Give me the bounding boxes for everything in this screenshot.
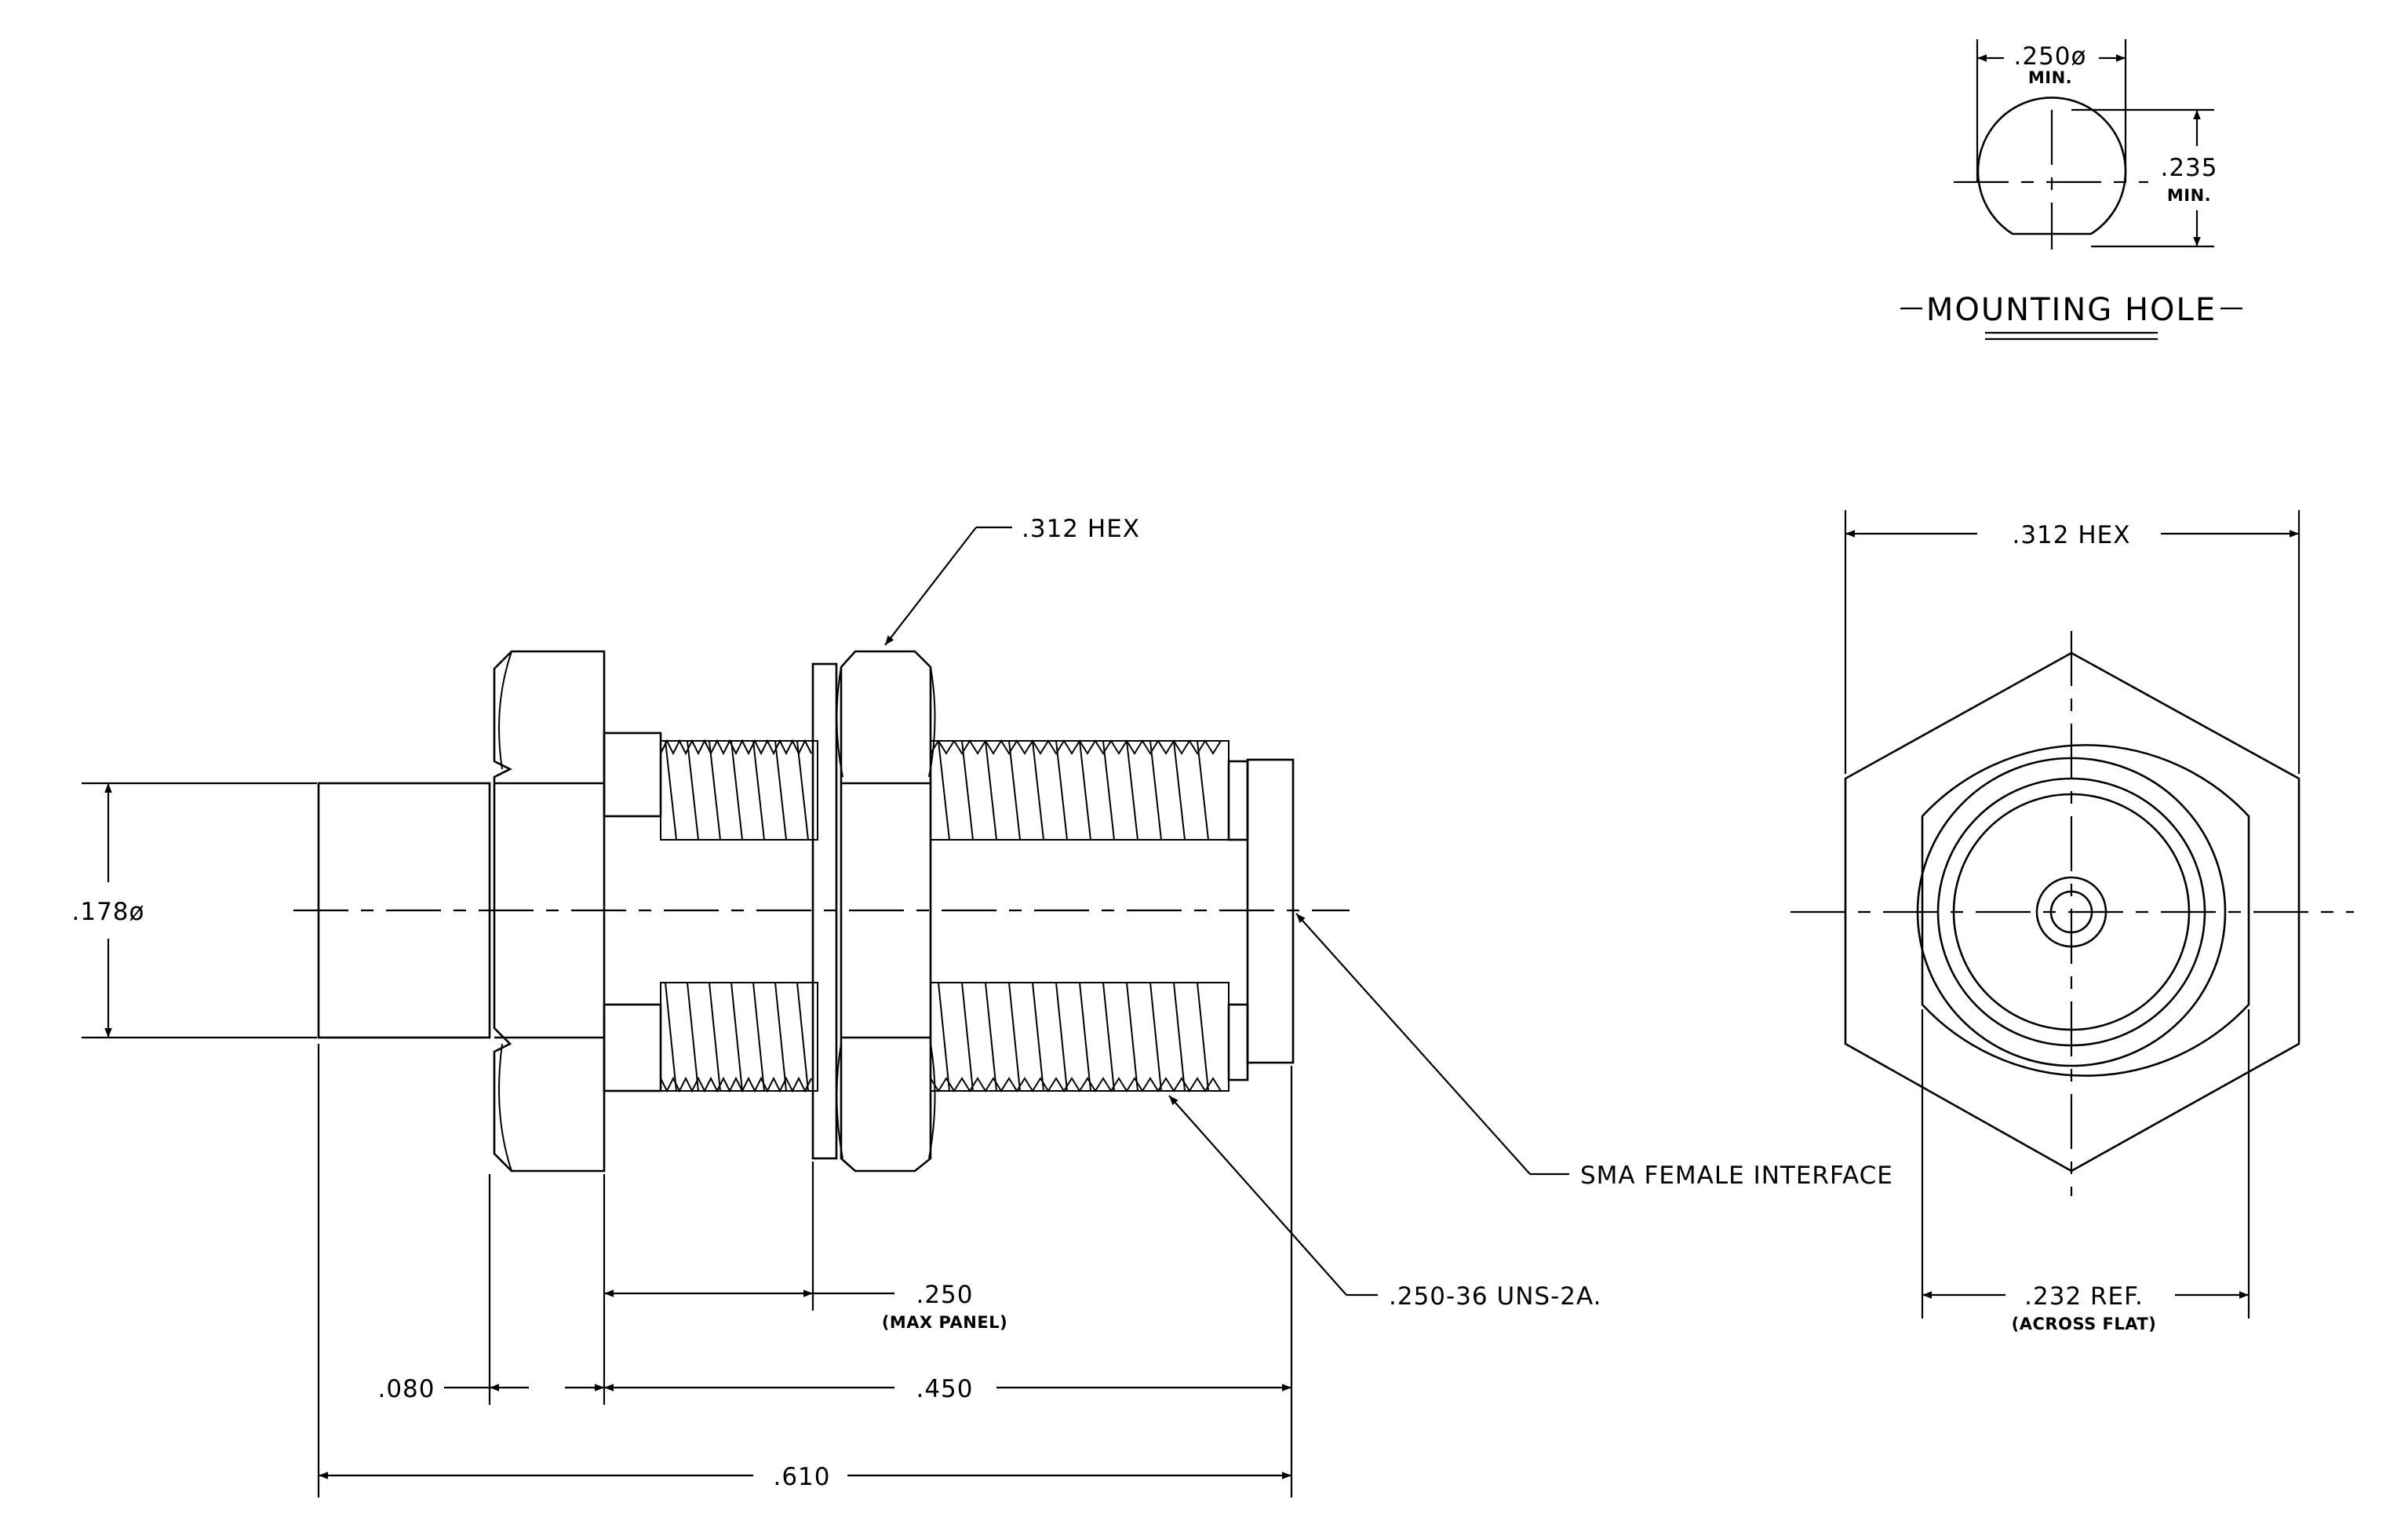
mounting-hole-detail: .250ø MIN. .235 MIN. MOUNTING HOLE — [1900, 39, 2242, 341]
mounting-hole-title: MOUNTING HOLE — [1926, 292, 2217, 328]
mounting-hole-dia-sub: MIN. — [2028, 68, 2072, 87]
thread-upper-right — [930, 739, 1230, 841]
interface-callout: SMA FEMALE INTERFACE — [1580, 1162, 1893, 1190]
body-dia-label: .178ø — [72, 898, 145, 926]
mounting-hole-flat-value: .235 — [2160, 154, 2217, 182]
front-hex-dim: .312 HEX — [2012, 521, 2130, 549]
across-flat-sub: (ACROSS FLAT) — [2012, 1315, 2157, 1333]
panel-dim-value: .250 — [916, 1281, 973, 1309]
thread-lower-right — [930, 982, 1230, 1092]
side-hex-callout: .312 HEX — [1022, 515, 1140, 543]
sma-interface-face — [1246, 758, 1295, 1064]
panel-washer — [811, 662, 838, 1160]
center-contact — [2035, 876, 2107, 948]
across-flat-value: .232 REF. — [2024, 1282, 2144, 1311]
mounting-hole-outline — [1976, 97, 2127, 235]
flange-hex — [493, 650, 606, 1173]
body-dim-label: .450 — [916, 1375, 973, 1403]
connector-front-view: .312 HEX .232 REF. (ACROSS FLAT) — [1791, 510, 2354, 1333]
overall-dim-label: .610 — [773, 1463, 830, 1491]
panel-dim-sub: (MAX PANEL) — [882, 1313, 1007, 1332]
mounting-hole-dia-value: .250ø — [2014, 42, 2087, 71]
thread-upper-left — [660, 739, 818, 841]
thread-callout: .250-36 UNS-2A. — [1389, 1282, 1602, 1311]
mounting-hole-flat-sub: MIN. — [2167, 186, 2211, 205]
thread-lower-left — [660, 982, 818, 1093]
front-hex-nut — [836, 650, 936, 1173]
connector-side-view: .312 HEX .178ø .250 (MAX PANEL) .080 .45… — [72, 515, 1893, 1497]
flange-dim-label: .080 — [377, 1375, 435, 1403]
rear-body — [317, 782, 491, 1039]
